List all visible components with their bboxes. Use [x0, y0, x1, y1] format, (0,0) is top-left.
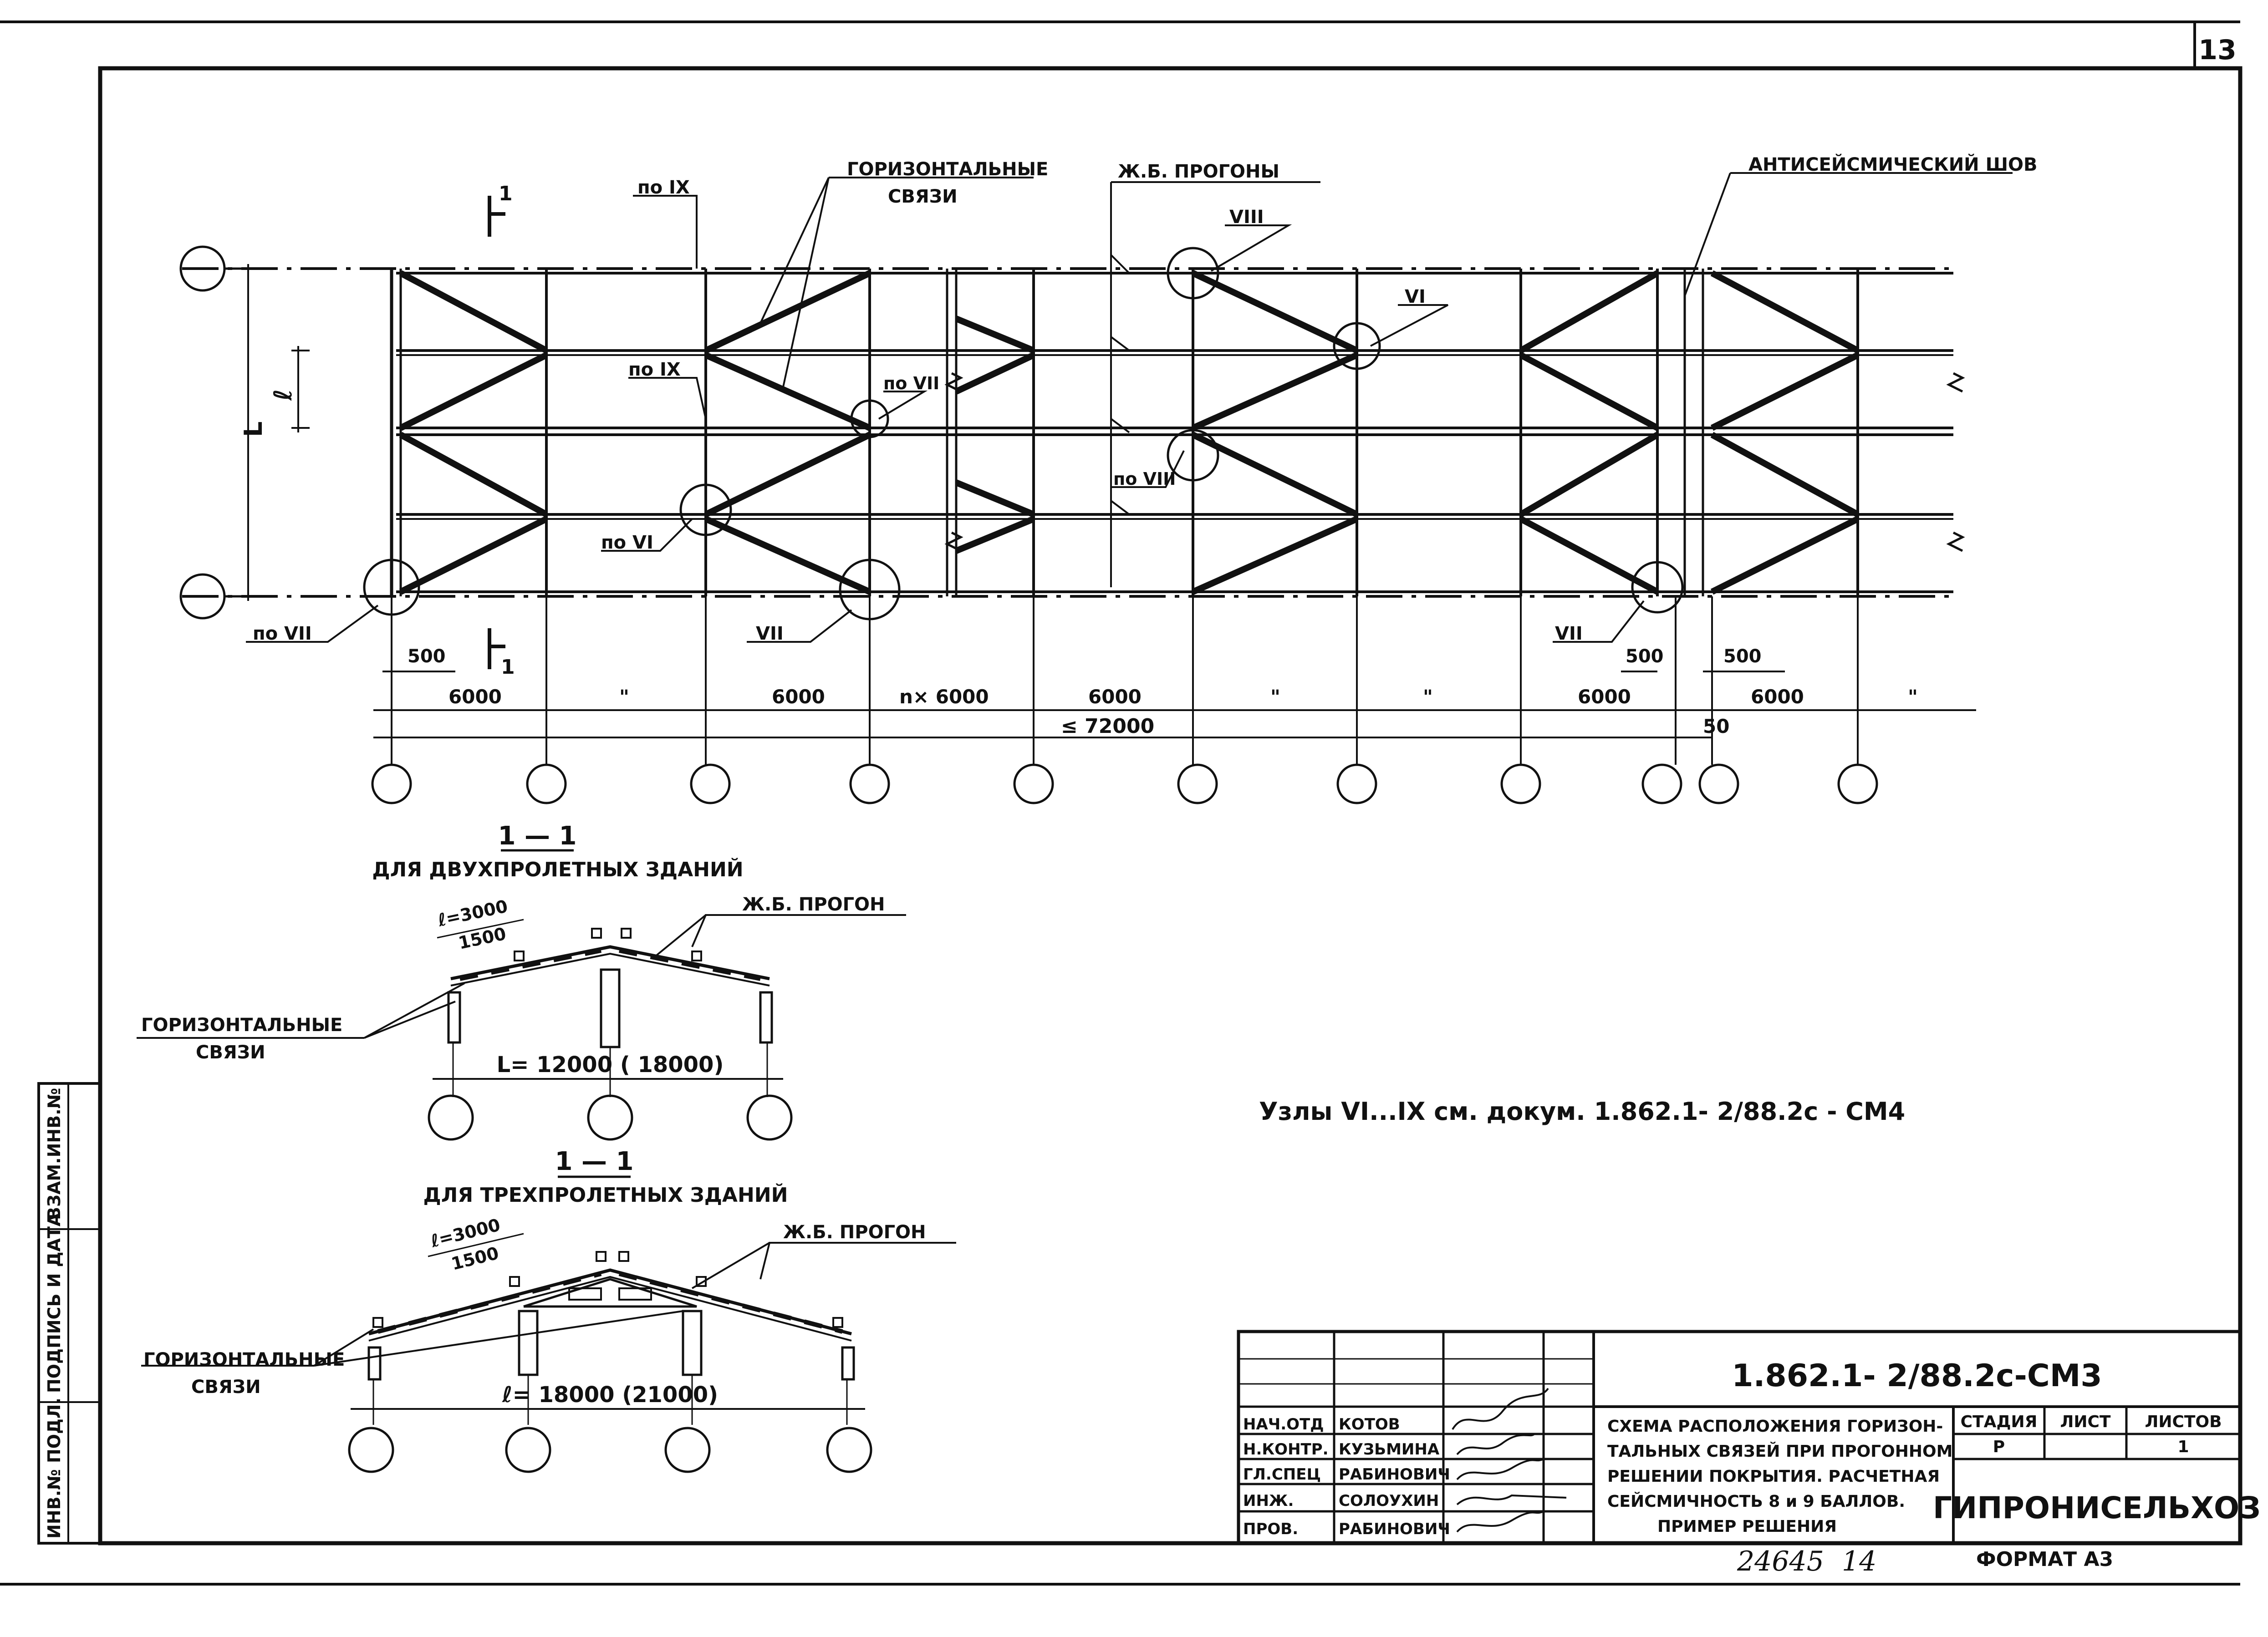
inventory-number: 24645 [1737, 1545, 1824, 1577]
description-line-1: СХЕМА РАСПОЛОЖЕНИЯ ГОРИЗОН- [1607, 1417, 1943, 1436]
plan-grid [182, 267, 1958, 765]
vertical-dimensions [241, 264, 310, 601]
ref-po-vii-bottom: по VII [253, 623, 312, 644]
section-mark-bottom: 1 [501, 656, 515, 679]
organization-name: ГИПРОНИСЕЛЬХОЗ [1933, 1490, 2261, 1525]
ref-node-vii-right: VII [1555, 623, 1583, 644]
section3-dim-1500: 1500 [449, 1243, 501, 1274]
plan-label-gorizontalnye: ГОРИЗОНТАЛЬНЫЕ [847, 159, 1048, 180]
plan-leaders [246, 172, 2013, 643]
document-designation: 1.862.1- 2/88.2с-СМ3 [1732, 1358, 2102, 1394]
section2-label-gorizontalnye: ГОРИЗОНТАЛЬНЫЕ [141, 1015, 342, 1036]
ref-po-vii-middle: по VII [883, 373, 939, 393]
dim-6000-5: 6000 [1751, 686, 1804, 708]
section-cut-marks [488, 196, 505, 669]
section2-drawing [137, 914, 906, 1141]
plan-label-antiseismic: АНТИСЕЙСМИЧЕСКИЙ ШОВ [1748, 153, 2037, 175]
dim-n6000: n× 6000 [899, 686, 989, 708]
dim-500-mid: 500 [1626, 646, 1664, 667]
plan-bracing [399, 270, 1860, 595]
sheets-header: ЛИСТОВ [2145, 1413, 2222, 1431]
description-line-4: СЕЙСМИЧНОСТЬ 8 и 9 БАЛЛОВ. [1607, 1492, 1905, 1511]
title-block-grid [1237, 1330, 2242, 1545]
signature-date-label: ПОДПИСЬ И ДАТА [44, 1213, 64, 1393]
ref-node-viii: VIII [1229, 207, 1264, 228]
stage-value: Р [1993, 1438, 2005, 1456]
dim-6000-3: 6000 [1088, 686, 1142, 708]
ref-po-ix-top: по IX [637, 177, 690, 198]
left-strip [37, 1082, 102, 1545]
ref-node-vii: VII [756, 623, 784, 644]
sheet-format: ФОРМАТ А3 [1976, 1548, 2113, 1571]
section3-title: ДЛЯ ТРЕХПРОЛЕТНЫХ ЗДАНИЙ [423, 1183, 788, 1207]
sheets-value: 1 [2177, 1438, 2189, 1456]
section2-dim-1500: 1500 [457, 924, 508, 953]
ref-po-viii: по VIII [1113, 469, 1176, 489]
section3-dim-span: ℓ= 18000 (21000) [502, 1382, 718, 1408]
sheet-number: 13 [2198, 34, 2237, 66]
dim-50: 50 [1703, 715, 1729, 737]
signer-role-1: НАЧ.ОТД [1243, 1415, 1324, 1434]
dim-500-left: 500 [408, 646, 446, 667]
signer-name-4: СОЛОУХИН [1339, 1492, 1439, 1510]
signer-name-1: КОТОВ [1339, 1415, 1400, 1434]
dim-ditto-3: " [1423, 686, 1433, 708]
section2-label-svyazi: СВЯЗИ [196, 1042, 265, 1063]
plan-break-lines [944, 372, 1965, 552]
dim-6000-4: 6000 [1578, 686, 1631, 708]
section3-title-mark: 1 — 1 [555, 1147, 634, 1176]
signer-name-3: РАБИНОВИЧ [1339, 1465, 1450, 1484]
section2-label-progon: Ж.Б. ПРОГОН [742, 894, 885, 915]
sheet-header: ЛИСТ [2060, 1413, 2110, 1431]
dim-ditto-4: " [1908, 686, 1918, 708]
description-line-2: ТАЛЬНЫХ СВЯЗЕЙ ПРИ ПРОГОННОМ [1607, 1442, 1952, 1461]
handwritten-signatures [1452, 1388, 1567, 1533]
ref-po-ix-middle: по IX [628, 359, 681, 380]
sheet-frame [0, 20, 2243, 1586]
inv-podl-label: ИНВ.№ ПОДЛ. [44, 1398, 64, 1539]
plan-node-circles [363, 247, 1684, 620]
section3-label-progon: Ж.Б. ПРОГОН [783, 1222, 926, 1243]
signer-role-4: ИНЖ. [1243, 1492, 1294, 1510]
signer-role-2: Н.КОНТР. [1243, 1440, 1329, 1459]
signer-name-5: РАБИНОВИЧ [1339, 1520, 1450, 1538]
signer-role-5: ПРОВ. [1243, 1520, 1298, 1538]
section3-label-svyazi: СВЯЗИ [191, 1377, 261, 1398]
section-mark-top: 1 [499, 182, 513, 205]
column-axis-markers [371, 763, 1878, 804]
section3-drawing [141, 1233, 956, 1473]
nodes-reference-note: Узлы VI...IX см. докум. 1.862.1- 2/88.2с… [1259, 1097, 1905, 1126]
section2-title-mark: 1 — 1 [498, 821, 577, 851]
ref-node-vi: VI [1405, 286, 1426, 307]
plan-dimension-lines [373, 671, 1976, 738]
span-L-label: L [239, 422, 268, 437]
section3-label-gorizontalnye: ГОРИЗОНТАЛЬНЫЕ [143, 1349, 345, 1370]
vzam-inv-label: ВЗАМ.ИНВ.№ [44, 1088, 64, 1220]
signer-name-2: КУЗЬМИНА [1339, 1440, 1440, 1459]
description-line-5: ПРИМЕР РЕШЕНИЯ [1657, 1517, 1837, 1536]
plan-label-svyazi: СВЯЗИ [888, 186, 958, 207]
dim-6000-2: 6000 [772, 686, 825, 708]
span-l-label: ℓ [269, 389, 297, 401]
dim-6000-1: 6000 [449, 686, 502, 708]
section2-dim-span: L= 12000 ( 18000) [497, 1052, 724, 1078]
section2-title: ДЛЯ ДВУХПРОЛЕТНЫХ ЗДАНИЙ [372, 857, 743, 881]
inventory-page: 14 [1842, 1545, 1876, 1577]
dim-72000: ≤ 72000 [1061, 715, 1154, 738]
dim-ditto-2: " [1270, 686, 1280, 708]
plan-label-progony: Ж.Б. ПРОГОНЫ [1118, 161, 1279, 182]
signer-role-3: ГЛ.СПЕЦ [1243, 1465, 1321, 1484]
ref-po-vi: по VI [601, 532, 653, 553]
description-line-3: РЕШЕНИИ ПОКРЫТИЯ. РАСЧЕТНАЯ [1607, 1467, 1940, 1486]
stage-header: СТАДИЯ [1961, 1413, 2038, 1431]
dim-500-right: 500 [1723, 646, 1762, 667]
dim-ditto-1: " [619, 686, 629, 708]
